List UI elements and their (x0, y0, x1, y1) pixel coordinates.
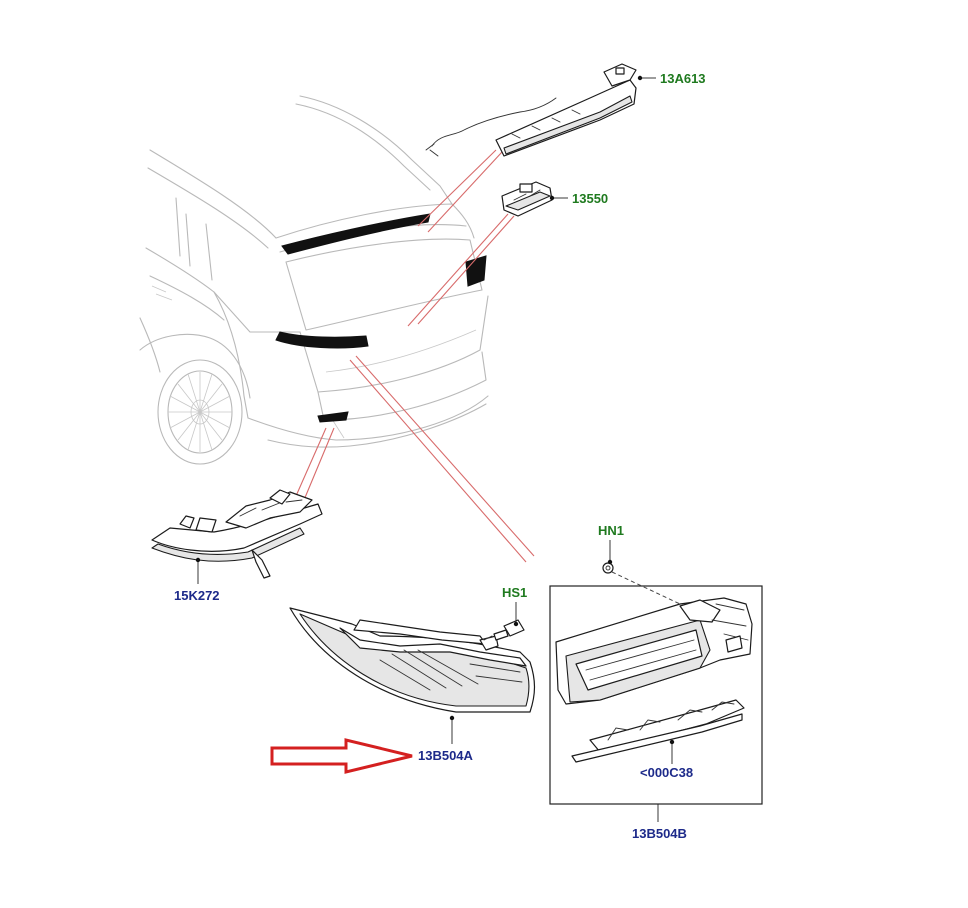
inner-lamp-inset-box (549, 585, 763, 805)
high-mount-strip-part (425, 63, 637, 157)
callout-plate-lamp: 13550 (572, 191, 608, 206)
inner-lamp-part (555, 597, 753, 705)
lower-reflector-part (151, 489, 323, 579)
tail-lamp-part (289, 607, 536, 713)
red-leader-lines (295, 149, 535, 563)
callout-tail-lamp: 13B504A (418, 748, 474, 763)
screw-part (483, 619, 525, 641)
callout-inner-lamp-assembly: 13B504B (632, 826, 687, 841)
callout-screw: HS1 (502, 585, 527, 600)
callout-nut: HN1 (598, 523, 624, 538)
seal-part (571, 699, 745, 763)
callout-seal: <000C38 (640, 765, 693, 780)
nut-part (602, 562, 614, 574)
highlight-arrow (270, 738, 413, 774)
callout-leaders (195, 75, 675, 822)
install-path-line (611, 571, 681, 605)
callout-high-mount-strip: 13A613 (660, 71, 706, 86)
car-outline (139, 95, 489, 465)
plate-lamp-part (501, 181, 553, 217)
callout-lower-reflector: 15K272 (174, 588, 220, 603)
